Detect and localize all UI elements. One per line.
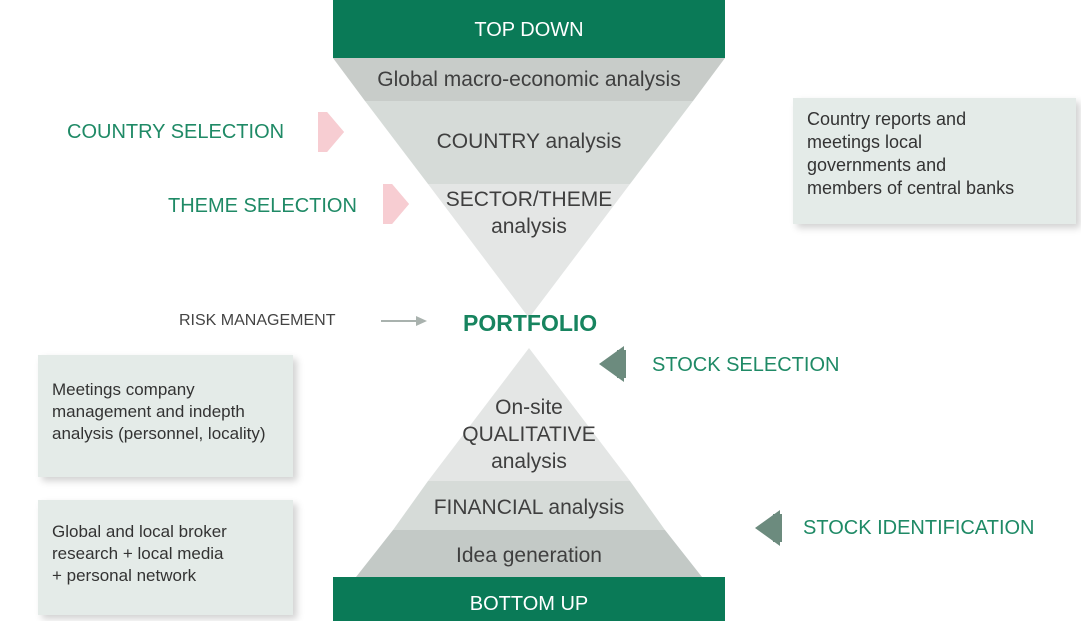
note-broker-research-line3: + personal network xyxy=(52,566,197,585)
pyramid-label-qualitative-line3: analysis xyxy=(491,450,567,473)
funnel-label-macro: Global macro-economic analysis xyxy=(377,68,681,91)
stock-selection-label: STOCK SELECTION xyxy=(652,354,840,376)
note-broker-research: Global and local broker research + local… xyxy=(38,500,293,615)
funnel-label-sector-line1: SECTOR/THEME xyxy=(445,188,613,211)
pyramid-label-idea: Idea generation xyxy=(456,544,602,567)
arrow-right-icon xyxy=(318,112,344,152)
note-broker-research-line1: Global and local broker xyxy=(52,522,227,541)
arrow-left-icon xyxy=(755,510,782,546)
top-down-title: TOP DOWN xyxy=(474,19,584,41)
pyramid-label-qualitative-line2: QUALITATIVE xyxy=(462,423,596,446)
note-company-meetings-line1: Meetings company xyxy=(52,380,195,399)
note-country-reports-line3: governments and xyxy=(807,155,947,175)
note-company-meetings: Meetings company management and indepth … xyxy=(38,355,293,477)
funnel-label-country: COUNTRY analysis xyxy=(436,130,622,153)
note-company-meetings-line3: analysis (personnel, locality) xyxy=(52,424,266,443)
pyramid-level-idea xyxy=(356,530,702,577)
funnel-label-sector-line2: analysis xyxy=(491,215,567,238)
bottom-up-band xyxy=(333,577,725,621)
note-country-reports-line1: Country reports and xyxy=(807,109,967,129)
theme-selection-label: THEME SELECTION xyxy=(168,195,357,217)
pyramid-level-financial xyxy=(393,481,665,530)
portfolio-label: PORTFOLIO xyxy=(463,310,598,336)
funnel-level-macro xyxy=(333,58,725,101)
risk-management-label: RISK MANAGEMENT xyxy=(179,312,336,329)
pyramid-label-qualitative-line1: On-site xyxy=(495,396,563,419)
note-country-reports-line4: members of central banks xyxy=(807,178,1015,198)
top-down-band xyxy=(333,0,725,58)
country-selection-label: COUNTRY SELECTION xyxy=(67,121,285,143)
thin-arrow-right-icon xyxy=(381,316,427,326)
arrow-right-icon xyxy=(383,184,409,224)
funnel-level-sector xyxy=(428,184,630,318)
funnel-level-country xyxy=(365,101,693,184)
pyramid-level-qualitative xyxy=(428,348,630,481)
note-country-reports: Country reports and meetings local gover… xyxy=(793,98,1076,224)
note-broker-research-line2: research + local media xyxy=(52,544,224,563)
stock-identification-label: STOCK IDENTIFICATION xyxy=(803,517,1035,539)
note-country-reports-line2: meetings local xyxy=(807,132,923,152)
pyramid-label-financial: FINANCIAL analysis xyxy=(433,496,625,519)
note-company-meetings-line2: management and indepth xyxy=(52,402,245,421)
bottom-up-title: BOTTOM UP xyxy=(469,593,589,615)
arrow-left-icon xyxy=(599,346,626,382)
